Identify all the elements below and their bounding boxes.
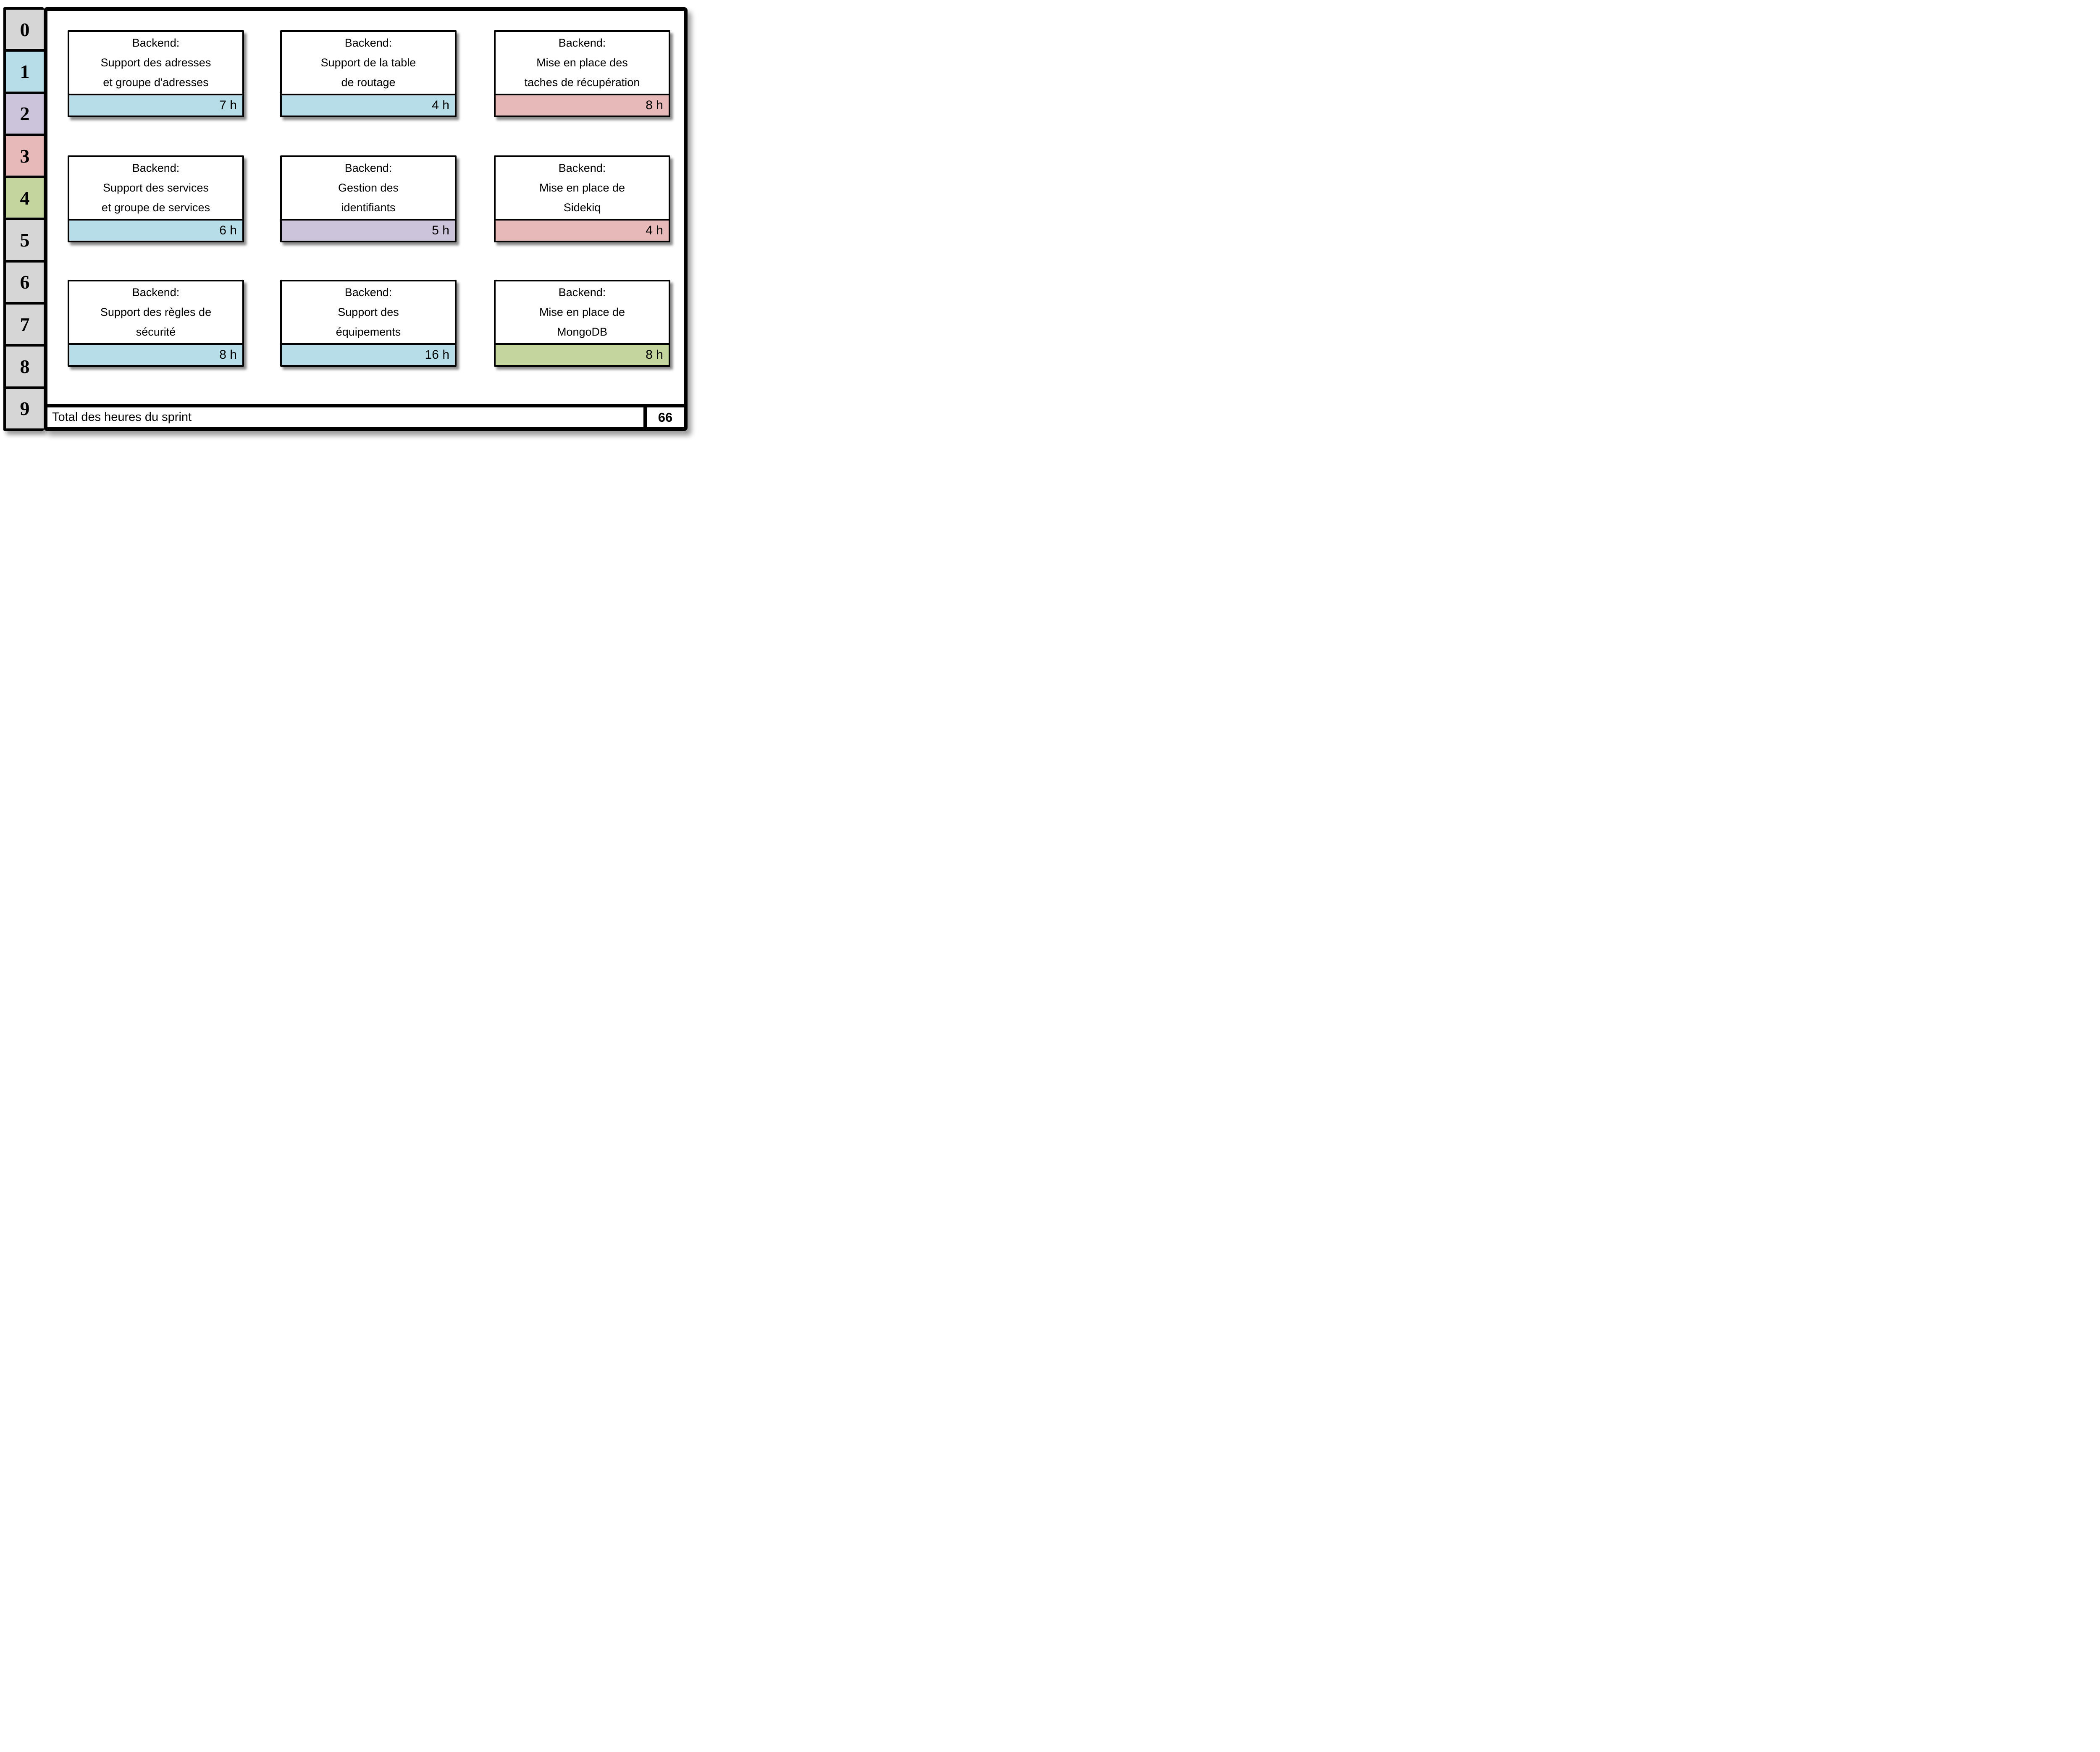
row-index-cell: 5 [6,220,44,260]
task-card-line: et groupe de services [101,201,210,214]
sprint-total-value: 66 [643,407,684,427]
task-card-line: Support de la table [320,56,416,69]
board-frame: Backend: Support des adresses et groupe … [44,7,688,431]
task-card: Backend: Mise en place de MongoDB 8 h [494,280,670,367]
task-hours-label: 5 h [432,223,449,237]
task-hours-label: 4 h [432,98,449,112]
task-hours-bar: 7 h [69,94,242,116]
task-hours-label: 16 h [425,348,449,362]
task-card-line: et groupe d'adresses [103,76,209,89]
row-index-cell: 1 [6,52,44,92]
sprint-total-row: Total des heures du sprint 66 [47,404,684,427]
task-card: Backend: Mise en place de Sidekiq 4 h [494,155,670,242]
task-card-line: sécurité [136,326,176,338]
task-hours-label: 8 h [646,348,663,362]
task-card-line: Backend: [558,286,606,299]
task-card-line: Backend: [132,162,180,174]
task-card-line: Backend: [558,37,606,49]
task-card-line: Support des services [102,181,209,194]
task-hours-label: 6 h [219,223,237,237]
task-card: Backend: Support des adresses et groupe … [68,30,244,117]
row-index-cell: 3 [6,136,44,176]
task-hours-label: 7 h [219,98,237,112]
task-card-line: Backend: [132,37,180,49]
task-card-text: Backend: Support des services et groupe … [69,157,242,219]
task-hours-bar: 8 h [69,343,242,365]
task-card-line: Gestion des [338,181,399,194]
task-card-line: équipements [336,326,401,338]
task-card: Backend: Support des équipements 16 h [280,280,457,367]
task-card-text: Backend: Mise en place des taches de réc… [496,32,669,94]
task-card-line: Backend: [558,162,606,174]
task-card-line: Support des [338,306,399,318]
task-card: Backend: Support des règles de sécurité … [68,280,244,367]
task-hours-bar: 4 h [496,219,669,241]
task-card-line: Backend: [344,37,392,49]
task-card-line: taches de récupération [524,76,640,89]
row-index-column: 0 1 2 3 4 5 6 7 8 9 [3,7,44,431]
task-card: Backend: Gestion des identifiants 5 h [280,155,457,242]
task-hours-bar: 16 h [282,343,455,365]
task-card-line: Backend: [132,286,180,299]
task-card: Backend: Support de la table de routage … [280,30,457,117]
task-card-text: Backend: Support des équipements [282,281,455,343]
task-card-line: Mise en place de [539,306,625,318]
task-hours-bar: 4 h [282,94,455,116]
row-index-cell: 6 [6,262,44,302]
task-card-line: Support des règles de [100,306,212,318]
task-card-line: Backend: [344,286,392,299]
task-card-line: Sidekiq [563,201,601,214]
task-card-line: Support des adresses [100,56,211,69]
task-card: Backend: Support des services et groupe … [68,155,244,242]
task-card-line: de routage [341,76,396,89]
task-card-text: Backend: Mise en place de Sidekiq [496,157,669,219]
row-index-cell: 4 [6,178,44,218]
task-card-text: Backend: Support des règles de sécurité [69,281,242,343]
row-index-cell: 7 [6,305,44,344]
sprint-total-label: Total des heures du sprint [52,410,192,424]
task-hours-bar: 8 h [496,94,669,116]
task-card-text: Backend: Support des adresses et groupe … [69,32,242,94]
task-card: Backend: Mise en place des taches de réc… [494,30,670,117]
row-index-cell: 0 [6,10,44,50]
task-hours-label: 4 h [646,223,663,237]
task-card-line: Backend: [344,162,392,174]
task-card-text: Backend: Mise en place de MongoDB [496,281,669,343]
task-hours-label: 8 h [646,98,663,112]
row-index-cell: 8 [6,347,44,386]
task-hours-label: 8 h [219,348,237,362]
task-card-text: Backend: Support de la table de routage [282,32,455,94]
task-card-line: Mise en place de [539,181,625,194]
row-index-cell: 9 [6,389,44,428]
task-card-line: identifiants [341,201,396,214]
task-hours-bar: 8 h [496,343,669,365]
sprint-board-diagram: { "palette": { "blue": "#B7DEE8", "purpl… [0,0,697,438]
task-hours-bar: 5 h [282,219,455,241]
task-card-line: MongoDB [556,326,608,338]
task-card-text: Backend: Gestion des identifiants [282,157,455,219]
row-index-cell: 2 [6,94,44,134]
task-hours-bar: 6 h [69,219,242,241]
task-card-line: Mise en place des [536,56,628,69]
